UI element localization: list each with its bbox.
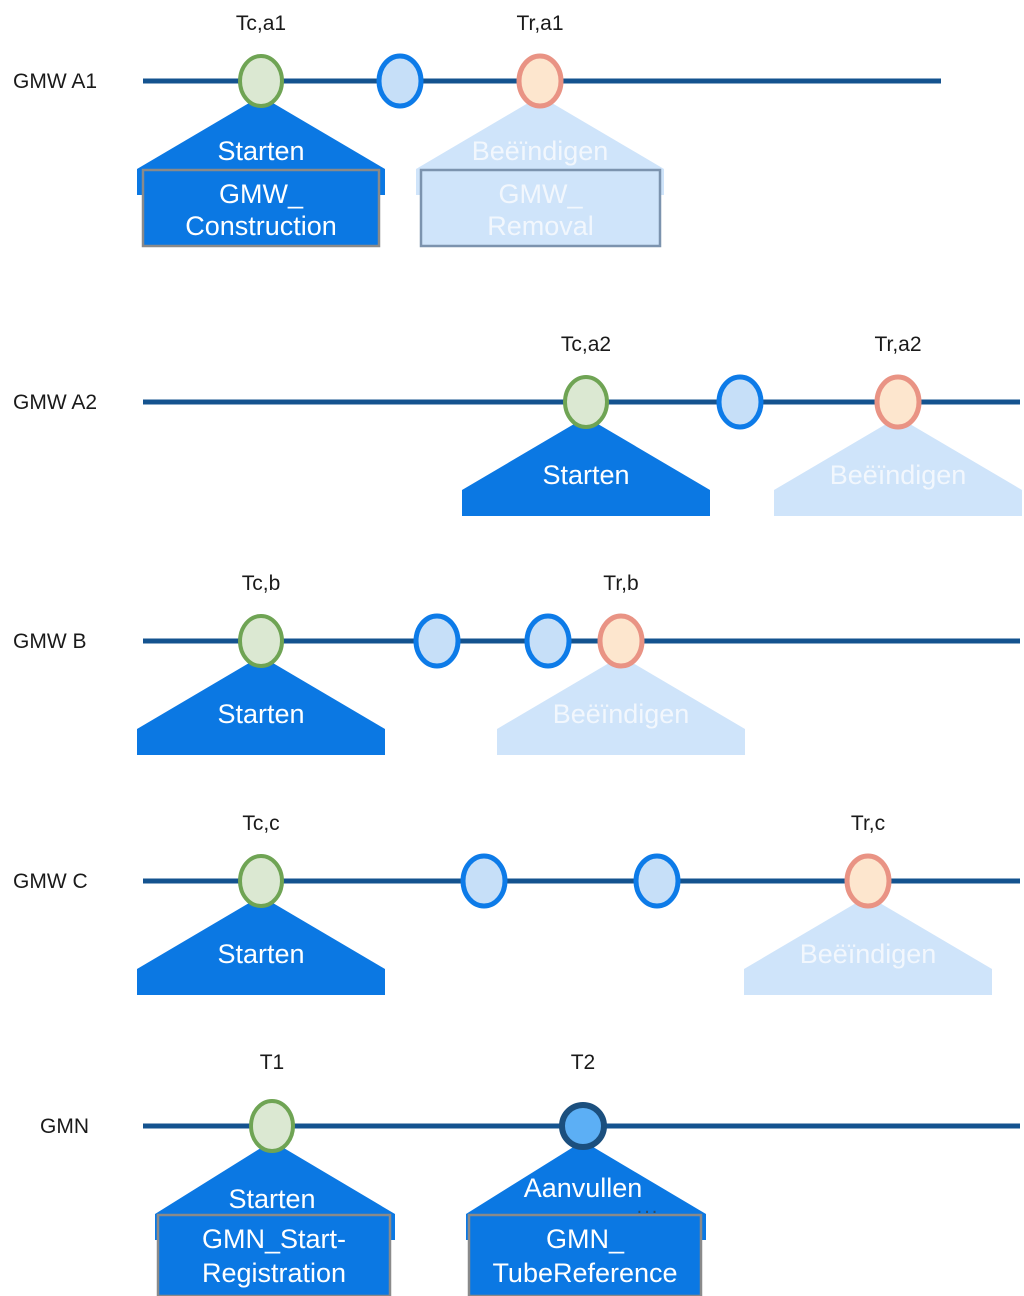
node-tr-c[interactable] bbox=[844, 853, 892, 909]
node-mid-c1[interactable] bbox=[460, 853, 508, 909]
house-starten-gmw-construction-label: Starten bbox=[217, 136, 304, 166]
house-starten-b-roof bbox=[137, 656, 385, 755]
node-mid-b2[interactable] bbox=[524, 613, 572, 669]
house-starten-b[interactable]: Starten bbox=[137, 656, 385, 755]
house-beeindigen-b-label: Beëïndigen bbox=[553, 699, 690, 729]
row-label-gmw-a2: GMW A2 bbox=[13, 391, 97, 414]
node-mid-c2[interactable] bbox=[633, 853, 681, 909]
house-starten-gmn-startregistration-box-line: GMN_Start- bbox=[202, 1224, 346, 1254]
row-label-gmw-a1: GMW A1 bbox=[13, 70, 97, 93]
house-starten-gmw-construction-box-line: GMW_ bbox=[219, 179, 304, 209]
node-tc-b-tick-label: Tc,b bbox=[242, 572, 281, 595]
house-beeindigen-c[interactable]: Beëïndigen bbox=[744, 896, 992, 995]
house-beeindigen-a2-label: Beëïndigen bbox=[830, 460, 967, 490]
house-starten-b-label: Starten bbox=[217, 699, 304, 729]
timeline-row-gmw-c: Starten Beëïndigen GMW C Tc,c Tr,c bbox=[13, 812, 1020, 995]
house-starten-gmn-startregistration-label: Starten bbox=[228, 1184, 315, 1214]
node-tr-a1[interactable] bbox=[516, 53, 564, 109]
house-beeindigen-c-label: Beëïndigen bbox=[800, 939, 937, 969]
node-t2[interactable] bbox=[559, 1102, 607, 1150]
house-aanvullen-gmn-tubereference-box-line: GMN_ bbox=[546, 1224, 625, 1254]
node-tr-b[interactable] bbox=[597, 613, 645, 669]
house-starten-a2[interactable]: Starten bbox=[462, 417, 710, 516]
house-beeindigen-c-roof bbox=[744, 896, 992, 995]
house-starten-gmw-construction-box[interactable] bbox=[141, 168, 381, 248]
node-tc-b[interactable] bbox=[238, 614, 284, 668]
house-beeindigen-a2-roof bbox=[774, 417, 1022, 516]
house-aanvullen-gmn-tubereference-box[interactable] bbox=[467, 1213, 703, 1296]
node-tc-a1-tick-label: Tc,a1 bbox=[236, 12, 286, 35]
node-t1[interactable] bbox=[249, 1099, 295, 1153]
house-starten-gmn-startregistration-box[interactable] bbox=[156, 1213, 392, 1296]
house-aanvullen-gmn-tubereference-ellipsis: ... bbox=[637, 1196, 660, 1218]
node-mid-a2[interactable] bbox=[716, 374, 764, 430]
house-beeindigen-gmw-removal-box-line: GMW_ bbox=[499, 179, 584, 209]
node-mid-b1[interactable] bbox=[413, 613, 461, 669]
node-tr-b-tick-label: Tr,b bbox=[603, 572, 638, 595]
house-beeindigen-b[interactable]: Beëïndigen bbox=[497, 656, 745, 755]
house-beeindigen-a2[interactable]: Beëïndigen bbox=[774, 417, 1022, 516]
house-aanvullen-gmn-tubereference[interactable]: Aanvullen... GMN_ TubeReference bbox=[466, 1141, 706, 1296]
node-mid-a1[interactable] bbox=[376, 53, 424, 109]
house-aanvullen-gmn-tubereference-box-line: TubeReference bbox=[492, 1258, 677, 1288]
house-beeindigen-gmw-removal-box[interactable] bbox=[419, 168, 662, 248]
house-starten-gmn-startregistration-box-line: Registration bbox=[202, 1258, 346, 1288]
row-label-gmn: GMN bbox=[40, 1115, 89, 1138]
house-starten-c[interactable]: Starten bbox=[137, 896, 385, 995]
node-tr-c-tick-label: Tr,c bbox=[851, 812, 885, 835]
node-tr-a2[interactable] bbox=[874, 374, 922, 430]
house-starten-a2-label: Starten bbox=[542, 460, 629, 490]
house-starten-c-roof bbox=[137, 896, 385, 995]
node-t2-tick-label: T2 bbox=[571, 1051, 596, 1074]
node-tc-a1[interactable] bbox=[238, 54, 284, 108]
house-starten-a2-roof bbox=[462, 417, 710, 516]
timeline-row-gmw-a1: StartenGMW_ConstructionBeëïndigenGMW_Rem… bbox=[13, 12, 941, 248]
row-label-gmw-b: GMW B bbox=[13, 630, 87, 653]
node-tc-a2[interactable] bbox=[563, 375, 609, 429]
row-label-gmw-c: GMW C bbox=[13, 870, 88, 893]
node-t1-tick-label: T1 bbox=[260, 1051, 285, 1074]
house-beeindigen-gmw-removal-label: Beëïndigen bbox=[472, 136, 609, 166]
node-tr-a2-tick-label: Tr,a2 bbox=[874, 333, 921, 356]
house-aanvullen-gmn-tubereference-label: Aanvullen bbox=[524, 1173, 643, 1203]
node-tc-a2-tick-label: Tc,a2 bbox=[561, 333, 611, 356]
house-beeindigen-b-roof bbox=[497, 656, 745, 755]
timeline-row-gmw-b: Starten Beëïndigen GMW B Tc,b Tr,b bbox=[13, 572, 1020, 755]
house-starten-c-label: Starten bbox=[217, 939, 304, 969]
node-tc-c-tick-label: Tc,c bbox=[242, 812, 279, 835]
house-starten-gmw-construction-box-line: Construction bbox=[185, 211, 337, 241]
node-tr-a1-tick-label: Tr,a1 bbox=[516, 12, 563, 35]
timeline-row-gmw-a2: Starten Beëïndigen GMW A2 Tc,a2 Tr,a2 bbox=[13, 333, 1022, 516]
node-tc-c[interactable] bbox=[238, 854, 284, 908]
house-beeindigen-gmw-removal-box-line: Removal bbox=[487, 211, 594, 241]
